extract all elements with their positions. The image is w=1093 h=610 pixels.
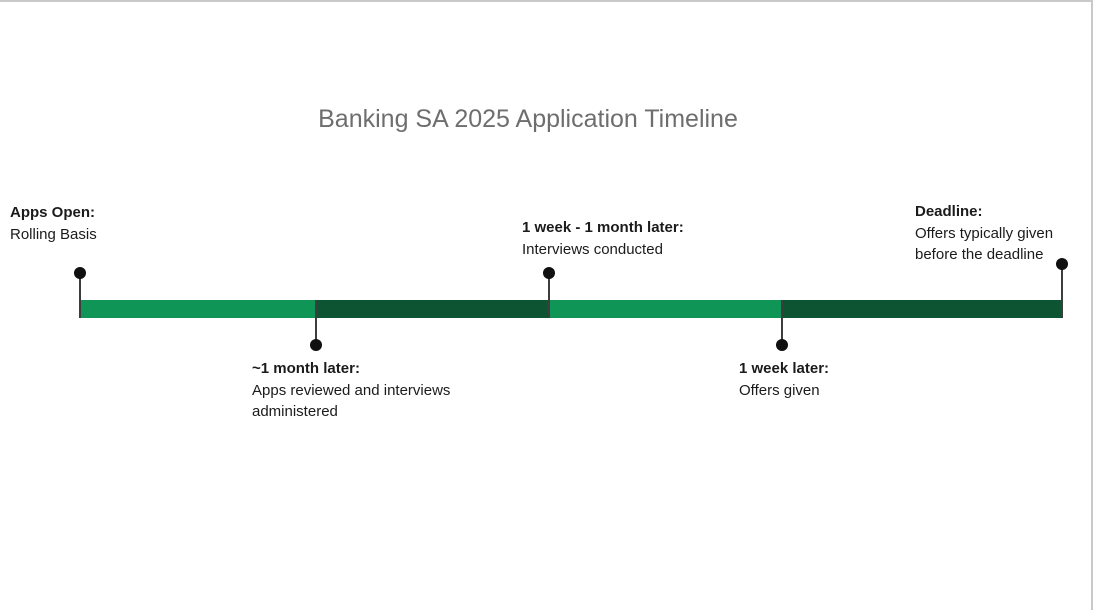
milestone-description: Apps reviewed and interviews administere… — [252, 381, 451, 421]
milestone-marker-stem — [79, 273, 81, 318]
milestone-marker-dot — [74, 267, 86, 279]
timeline-bar — [80, 300, 1063, 318]
milestone-label: Deadline: — [915, 203, 983, 220]
milestone-apps-open: Apps Open: Rolling Basis — [10, 202, 220, 245]
timeline-segment-2 — [316, 300, 549, 318]
milestone-interviews: 1 week - 1 month later: Interviews condu… — [522, 217, 792, 260]
milestone-marker-stem — [1061, 264, 1063, 318]
milestone-marker-dot — [1056, 258, 1068, 270]
milestone-marker-dot — [310, 339, 322, 351]
milestone-week-later: 1 week later: Offers given — [739, 358, 939, 401]
milestone-marker-stem — [548, 273, 550, 318]
milestone-label: 1 week later: — [739, 360, 830, 377]
milestone-description: Rolling Basis — [10, 225, 97, 243]
milestone-marker-dot — [543, 267, 555, 279]
milestone-label: Apps Open: — [10, 204, 95, 221]
milestone-marker-stem — [315, 300, 317, 345]
milestone-marker-stem — [781, 300, 783, 345]
timeline-segment-3 — [549, 300, 782, 318]
timeline-segment-4 — [782, 300, 1063, 318]
timeline-segment-1 — [80, 300, 316, 318]
chart-title: Banking SA 2025 Application Timeline — [318, 105, 738, 133]
milestone-deadline: Deadline: Offers typically given before … — [915, 201, 1087, 266]
milestone-marker-dot — [776, 339, 788, 351]
milestone-description: Interviews conducted — [522, 240, 663, 258]
milestone-month-later: ~1 month later: Apps reviewed and interv… — [252, 358, 502, 423]
milestone-description: Offers given — [739, 381, 820, 399]
milestone-label: ~1 month later: — [252, 360, 360, 377]
milestone-description: Offers typically given before the deadli… — [915, 224, 1054, 264]
milestone-label: 1 week - 1 month later: — [522, 219, 684, 236]
